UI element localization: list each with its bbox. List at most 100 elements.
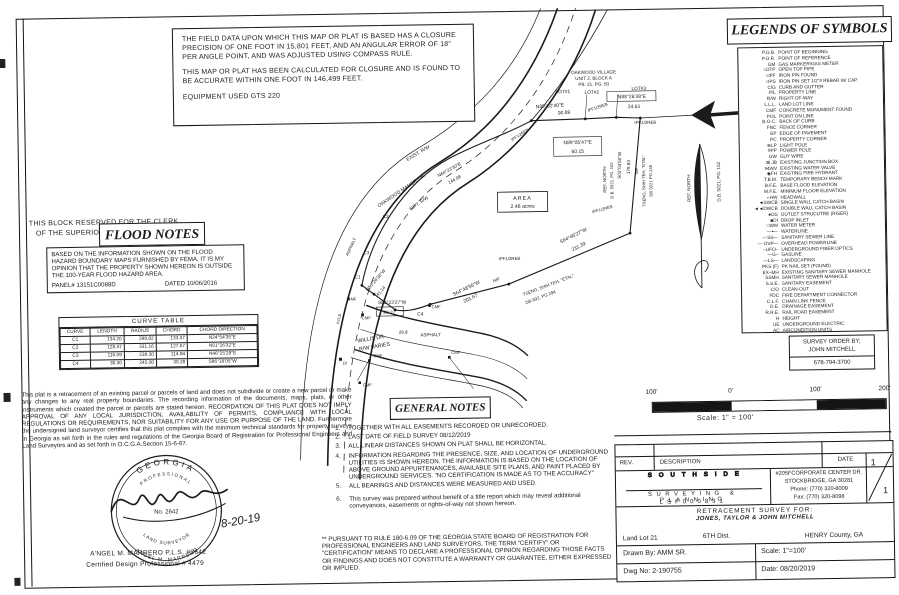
ref-north-label: REF. NORTH	[602, 166, 607, 192]
lot-label: LOT#2	[584, 90, 599, 96]
firm-address1: #205FCORPORATE CENTER DR.	[775, 469, 863, 477]
bearing-label: N89°32'40"E	[536, 102, 565, 110]
lot-label: LOT#3	[631, 86, 646, 92]
legend-desc: AIRCONDITION UNITS	[782, 326, 833, 333]
seal-title: LAND SURVEYOR	[142, 531, 191, 545]
scale-label: 0'	[728, 387, 734, 395]
distance-label: 99.27	[383, 310, 395, 316]
road-centerline	[343, 7, 576, 473]
adjoiner-label: N/F	[634, 167, 639, 174]
scale-bar: Scale: 1" = 100' 100'0'100'200'	[642, 385, 895, 431]
iron-pin-label: IPF1/2REB	[592, 204, 614, 215]
distance-label: 144.98	[447, 174, 462, 185]
general-note-item: 5.ALL BEARINGS AND DISTANCES WERE MEASUR…	[336, 479, 610, 491]
district: 6TH Dist.	[702, 532, 731, 541]
lot-division-lines	[585, 94, 619, 118]
road-rw-label: R/W VARIES	[359, 341, 391, 352]
bearing-box	[553, 136, 603, 157]
note-number: 4.	[335, 452, 341, 460]
curve-label: C4	[417, 311, 424, 317]
curve-label: C1	[355, 274, 361, 279]
firm-address2: STOCKBRIDGE, GA 30281	[784, 477, 854, 485]
closure-paragraph: THE FIELD DATA UPON WHICH THIS MAP OR PL…	[181, 31, 457, 61]
curve-label: C2	[383, 214, 389, 219]
flood-notes-title: FLOOD NOTES	[98, 221, 206, 247]
drawn-by: Drawn By: AMM SR.	[623, 549, 687, 558]
svg-text:LAND SURVEYOR: LAND SURVEYOR	[142, 531, 191, 545]
retracement-statement: This plat is a retracement of an existin…	[21, 386, 353, 450]
bearing-label: S03°03'50"W	[617, 151, 623, 179]
general-notes-list: 1.TOGETHER WITH ALL EASEMENTS RECORDED O…	[335, 421, 610, 512]
general-note-item: 6.This survey was prepared without benef…	[336, 491, 610, 510]
scale-segment	[731, 400, 817, 411]
ref-north-arrow	[640, 100, 748, 129]
distance-box	[375, 306, 404, 317]
note-text: This survey was prepared without benefit…	[349, 491, 581, 510]
sheet-number: 1	[870, 457, 876, 468]
land-lot: Land Lot 21	[622, 534, 658, 543]
scale-segment	[816, 399, 886, 410]
closure-note-box: THE FIELD DATA UPON WHICH THIS MAP OR PL…	[171, 23, 476, 127]
iron-pin-label: IPF1/2REB	[498, 256, 520, 261]
willis-centerline	[360, 329, 528, 380]
note-number: 3.	[335, 443, 341, 451]
road-rw-label: 60FT. R/W	[408, 195, 429, 212]
flood-panel-date: DATED 10/06/2016	[164, 280, 218, 288]
willis-south-line2	[350, 357, 524, 409]
flood-panel-number: PANEL# 13151C0088D	[51, 281, 116, 290]
rw-line-extension	[530, 9, 608, 121]
deed-book-label: D.B. 5021, PG. 152	[716, 161, 722, 201]
legend-abbr: AC	[773, 327, 780, 333]
signature-date: 8-20-19	[220, 512, 262, 531]
legend-title: LEGENDS OF SYMBOLS	[726, 16, 893, 45]
scale-value: Scale: 1"=100'	[761, 547, 807, 556]
curve-table-cell: 30.30	[90, 359, 125, 369]
survey-order-name: JOHN MITCHELL	[808, 346, 856, 354]
monument-label: CMF	[347, 296, 357, 301]
rev-header: REV.	[619, 460, 634, 467]
general-notes-footnote: ** PURSUANT TO RULE 180-6.09 OF THE GEOR…	[321, 531, 612, 572]
area-box	[497, 191, 549, 213]
survey-order-phone: 678-794-3700	[790, 355, 875, 368]
description-header: DESCRIPTION	[659, 459, 701, 466]
asphalt-label: ASPHALT	[420, 332, 441, 337]
bearing-label: N88°26'38"E	[618, 94, 647, 100]
iron-pin-label: IPF1/2REB	[634, 120, 656, 125]
survey-order-box: SURVEY ORDER BY; JOHN MITCHELL 678-794-3…	[788, 334, 876, 371]
willis-north-edge	[365, 304, 529, 357]
note-text: INFORMATION REGARDING THE PRESENCE, SIZE…	[348, 448, 609, 481]
area-label: AREA	[513, 196, 532, 202]
scale-caption: Scale: 1" = 100'	[696, 414, 754, 423]
pob-label: P.O.B.	[335, 312, 342, 324]
curve-label: C3	[363, 250, 369, 255]
bearing-label: S82°23'27"W	[378, 300, 407, 306]
flood-notes-text: BASED ON THE INFORMATION SHOWN ON THE FL…	[51, 248, 233, 280]
dwg-number: Dwg No: 2-190755	[623, 567, 682, 576]
lot-label: LOT#1	[555, 89, 570, 95]
curve-table-cell: 245.00	[124, 359, 157, 368]
general-notes-title: GENERAL NOTES	[389, 396, 491, 420]
adjacent-subdivision-label: UNIT 2, BLOCK A	[575, 75, 613, 81]
note-text: LAST DATE OF FIELD SURVEY 08/12/2019	[348, 431, 471, 441]
adjoiner-label: DB 5021 PG:148	[648, 164, 654, 196]
adjoiner-label: TSENG, SHIH TEH, "ETAL"	[641, 155, 647, 207]
firm-fax: Fax: (770) 320-8098	[793, 493, 845, 501]
drop-inlet-label: DI	[343, 361, 347, 366]
note-number: 2.	[335, 433, 341, 442]
road-name-label: WILLIS DR.	[357, 334, 386, 345]
monument-label: CMF	[432, 304, 442, 309]
scale-label: 200'	[878, 385, 891, 393]
scale-bar-graphic	[651, 398, 887, 413]
distance-label: 201.67	[462, 293, 479, 305]
flood-notes-body-box: BASED ON THE INFORMATION SHOWN ON THE FL…	[46, 244, 245, 294]
svg-text:PROFESSIONAL: PROFESSIONAL	[139, 471, 193, 486]
bearing-box	[606, 90, 657, 102]
date-value: Date: 08/20/2019	[761, 565, 816, 574]
curb-line-nw	[326, 8, 559, 466]
deed-book-label: D.B. 5021, PG. 152	[609, 162, 615, 199]
